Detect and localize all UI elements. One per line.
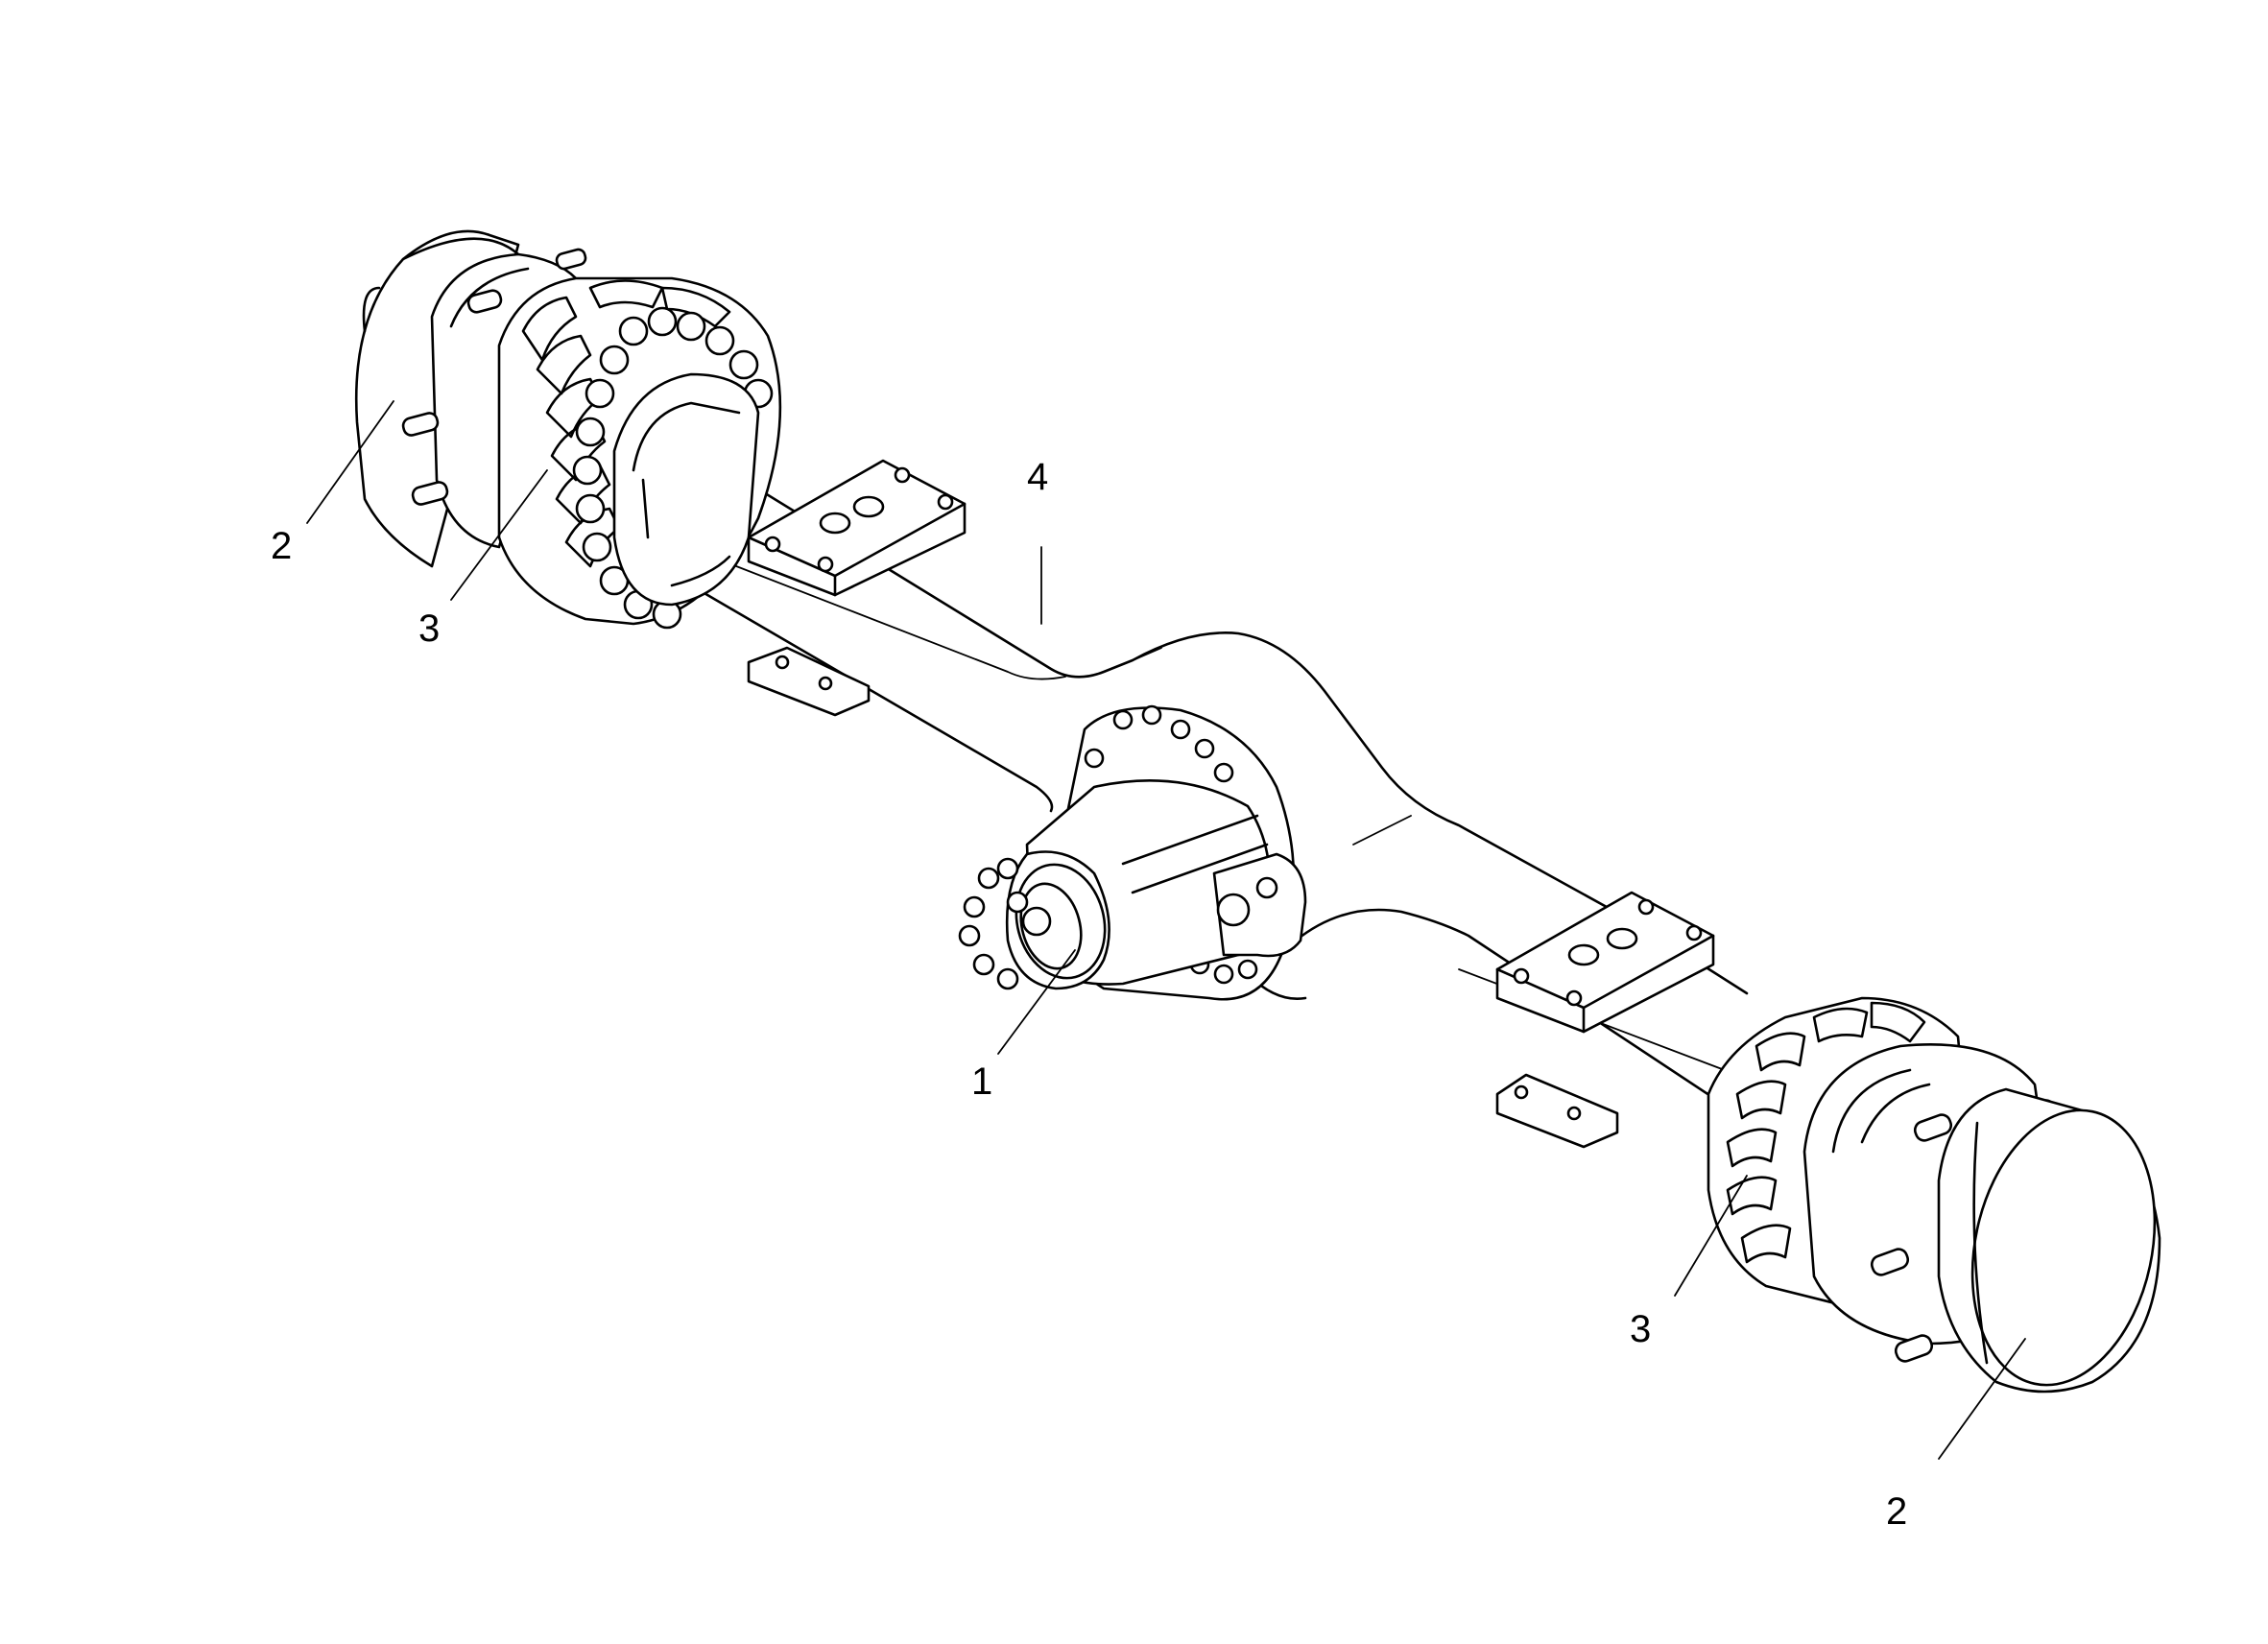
right-mount-pads xyxy=(1495,891,1715,1149)
left-hub-bolts xyxy=(572,306,774,630)
leader-2-right xyxy=(1938,1338,2026,1460)
left-mount-pads xyxy=(747,459,967,717)
differential xyxy=(958,704,1307,1001)
callout-2-right: 2 xyxy=(1886,1490,1907,1533)
callout-2-left: 2 xyxy=(271,525,292,567)
leader-1 xyxy=(997,949,1076,1055)
left-hub xyxy=(354,229,782,630)
leader-3-right xyxy=(1674,1175,1748,1297)
callout-1: 1 xyxy=(971,1060,992,1103)
leader-2-left xyxy=(306,400,394,524)
right-hub xyxy=(1707,996,2161,1394)
callout-3-left: 3 xyxy=(418,608,440,650)
leader-3-left xyxy=(450,469,548,601)
left-hub-studs xyxy=(401,248,587,506)
right-planetary-ribs xyxy=(1726,1001,1926,1264)
callout-4: 4 xyxy=(1027,456,1048,498)
flange-studs xyxy=(958,857,1052,990)
callout-3-right: 3 xyxy=(1630,1308,1651,1350)
axle-housing xyxy=(651,422,1797,1154)
leader-lines xyxy=(306,400,2026,1460)
